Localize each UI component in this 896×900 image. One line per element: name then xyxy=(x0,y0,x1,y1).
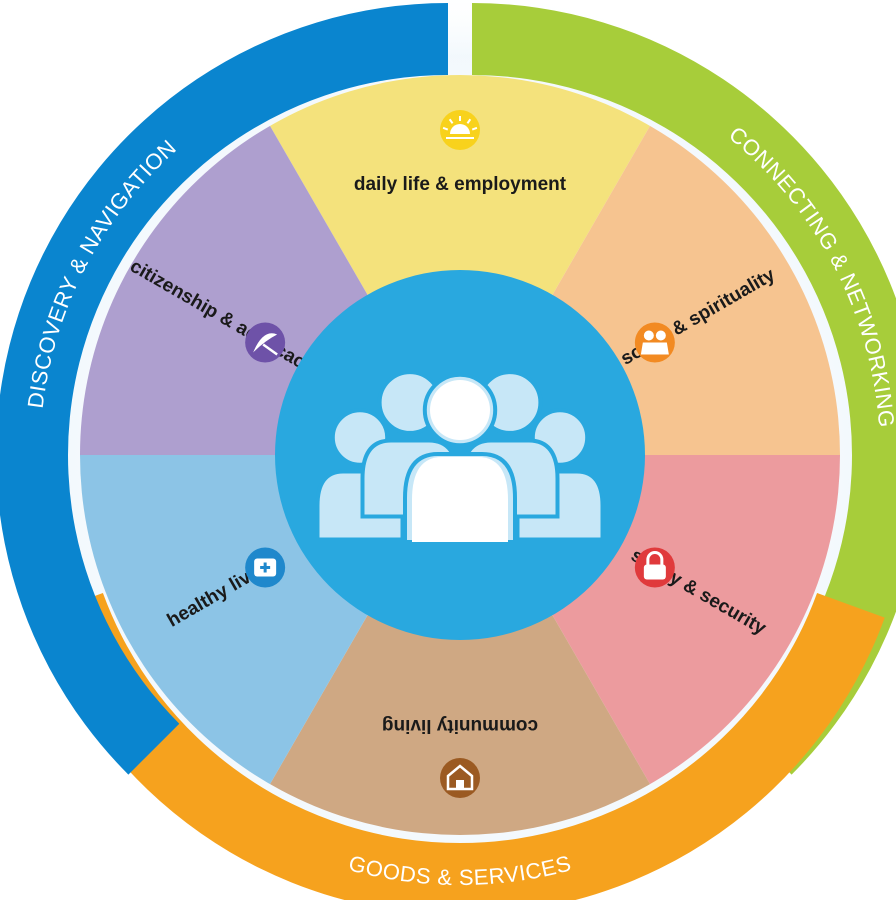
segment-community-label: community living xyxy=(382,715,538,736)
people-group-icon xyxy=(315,370,605,544)
ring-band-discovery-arc xyxy=(0,3,448,775)
advocacy-icon xyxy=(245,322,286,363)
ring-band-goods-arc xyxy=(35,592,885,900)
ring-band-connecting-arc xyxy=(472,3,896,775)
house-icon xyxy=(440,758,480,798)
outer-ring: CONNECTING & NETWORKINGGOODS & SERVICESD… xyxy=(0,3,896,900)
people-icon xyxy=(634,322,675,363)
lock-icon xyxy=(634,547,675,588)
ring-band-goods: GOODS & SERVICES xyxy=(35,592,885,900)
segment-daily-label: daily life & employment xyxy=(354,174,567,195)
sunrise-icon xyxy=(440,110,480,150)
center-hub xyxy=(275,270,645,640)
health-icon xyxy=(245,547,286,588)
